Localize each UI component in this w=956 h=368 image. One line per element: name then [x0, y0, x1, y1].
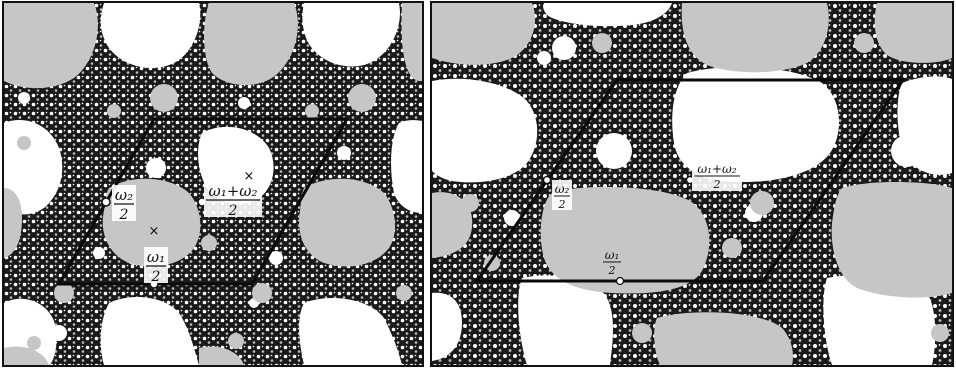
label-omega1-num: ω₁ — [147, 248, 165, 266]
label-omega2-half: ω₂ 2 — [552, 180, 572, 211]
left-fractal-image: × × ω₂ 2 ω₁ 2 ω₁+ω₂ 2 — [4, 3, 422, 365]
label-omega2-den: 2 — [558, 198, 566, 211]
label-omega2-den: 2 — [119, 207, 129, 223]
point-omega1-half — [617, 278, 624, 285]
left-julia-panel: × × ω₂ 2 ω₁ 2 ω₁+ω₂ 2 — [2, 1, 424, 367]
label-omega1-half: ω₁ 2 — [600, 247, 622, 277]
label-omega1-half: ω₁ 2 — [144, 247, 168, 285]
cross-marker-2: × — [149, 224, 160, 239]
label-omega1-den: 2 — [151, 269, 161, 285]
label-omega-sum-num: ω₁+ω₂ — [697, 162, 736, 176]
point-omega2-half — [102, 198, 110, 206]
label-omega-sum-num: ω₁+ω₂ — [208, 182, 257, 200]
label-omega2-num: ω₂ — [555, 182, 570, 196]
label-omega2-half: ω₂ 2 — [112, 185, 136, 223]
label-omega-sum-half: ω₁+ω₂ 2 — [204, 181, 262, 219]
label-omega2-num: ω₂ — [115, 186, 133, 204]
right-julia-panel: ω₂ 2 ω₁ 2 ω₁+ω₂ 2 — [430, 1, 954, 367]
label-omega-sum-den: 2 — [228, 203, 238, 219]
label-omega-sum-half: ω₁+ω₂ 2 — [692, 161, 742, 191]
point-omega2-half — [544, 177, 551, 184]
label-omega1-num: ω₁ — [605, 248, 620, 262]
right-fractal-image: ω₂ 2 ω₁ 2 ω₁+ω₂ 2 — [432, 3, 952, 365]
label-omega-sum-den: 2 — [713, 178, 721, 191]
label-omega1-den: 2 — [608, 264, 616, 277]
